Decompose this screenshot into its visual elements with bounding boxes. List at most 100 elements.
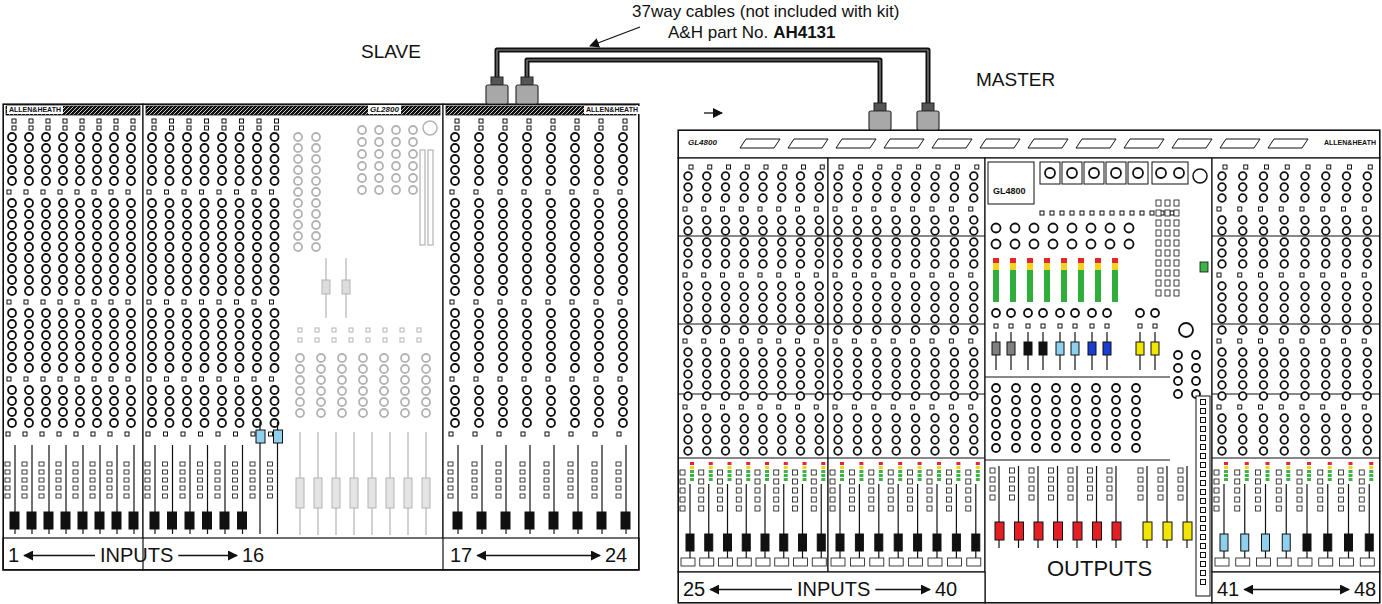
meter-led — [765, 466, 769, 469]
meter-led — [1286, 478, 1290, 481]
knob — [873, 414, 881, 422]
fader-cap — [972, 534, 980, 551]
button — [568, 470, 573, 474]
button — [496, 470, 501, 474]
meter-led — [765, 462, 769, 465]
button — [616, 470, 621, 474]
button — [180, 478, 185, 482]
knob — [253, 177, 261, 185]
knob — [547, 232, 555, 240]
button — [40, 432, 44, 436]
meter-led — [1328, 470, 1332, 473]
button — [833, 273, 837, 277]
knob — [8, 364, 16, 372]
fader-cap — [855, 534, 863, 551]
meter-led — [956, 474, 960, 477]
knob — [595, 276, 603, 284]
knob — [797, 392, 805, 400]
meter-led — [1328, 466, 1332, 469]
knob — [1322, 238, 1330, 246]
knob — [294, 199, 302, 207]
knob — [703, 238, 711, 246]
button — [73, 494, 78, 498]
knob — [1301, 315, 1309, 323]
button — [888, 497, 893, 502]
meter-led — [840, 466, 844, 469]
button — [58, 377, 62, 381]
knob — [148, 276, 156, 284]
button — [683, 273, 687, 277]
button — [927, 488, 932, 493]
button — [946, 506, 951, 511]
knob — [392, 150, 400, 158]
knob — [201, 276, 209, 284]
button — [793, 506, 798, 511]
knob — [722, 249, 730, 257]
knob — [912, 249, 920, 257]
knob — [296, 398, 304, 406]
button — [793, 479, 798, 484]
knob — [523, 144, 531, 152]
button — [966, 497, 971, 502]
knob — [93, 144, 101, 152]
knob — [25, 408, 33, 416]
knob — [951, 249, 959, 257]
knob — [759, 249, 767, 257]
knob — [778, 183, 786, 191]
meter-led — [976, 466, 980, 469]
scribble-box — [1257, 558, 1271, 566]
button — [7, 190, 11, 194]
button — [349, 328, 353, 332]
knob — [873, 304, 881, 312]
fader-slot — [1286, 484, 1287, 566]
knob — [892, 227, 900, 235]
button — [200, 377, 204, 381]
meter-led — [1286, 466, 1290, 469]
knob — [375, 126, 383, 134]
knob — [1322, 260, 1330, 268]
knob — [1322, 447, 1330, 455]
knob — [1343, 436, 1351, 444]
fader-cap — [686, 534, 694, 551]
button — [270, 190, 274, 194]
knob — [523, 221, 531, 229]
knob — [475, 309, 483, 317]
knob — [166, 309, 174, 317]
knob — [201, 155, 209, 163]
button — [349, 338, 353, 342]
meter-led — [728, 470, 732, 473]
knob — [1363, 348, 1371, 356]
knob — [571, 331, 579, 339]
knob — [703, 227, 711, 235]
button — [90, 470, 95, 474]
button — [858, 165, 862, 169]
knob — [218, 254, 226, 262]
knob — [892, 172, 900, 180]
knob — [759, 172, 767, 180]
knob — [740, 282, 748, 290]
button — [182, 377, 186, 381]
button — [852, 207, 856, 211]
knob — [740, 260, 748, 268]
button — [592, 486, 597, 490]
knob — [1322, 348, 1330, 356]
knob — [854, 348, 862, 356]
knob — [317, 409, 325, 417]
button — [22, 462, 27, 466]
button — [92, 300, 96, 304]
knob — [1280, 392, 1288, 400]
button — [623, 126, 627, 130]
knob — [931, 348, 939, 356]
knob — [1280, 315, 1288, 323]
knob — [547, 276, 555, 284]
knob — [475, 133, 483, 141]
knob — [475, 353, 483, 361]
button — [257, 119, 261, 123]
button — [1279, 273, 1283, 277]
button — [575, 126, 579, 130]
button — [911, 207, 915, 211]
meter-led — [784, 462, 788, 465]
knob — [834, 172, 842, 180]
knob — [296, 354, 304, 362]
knob — [873, 326, 881, 334]
